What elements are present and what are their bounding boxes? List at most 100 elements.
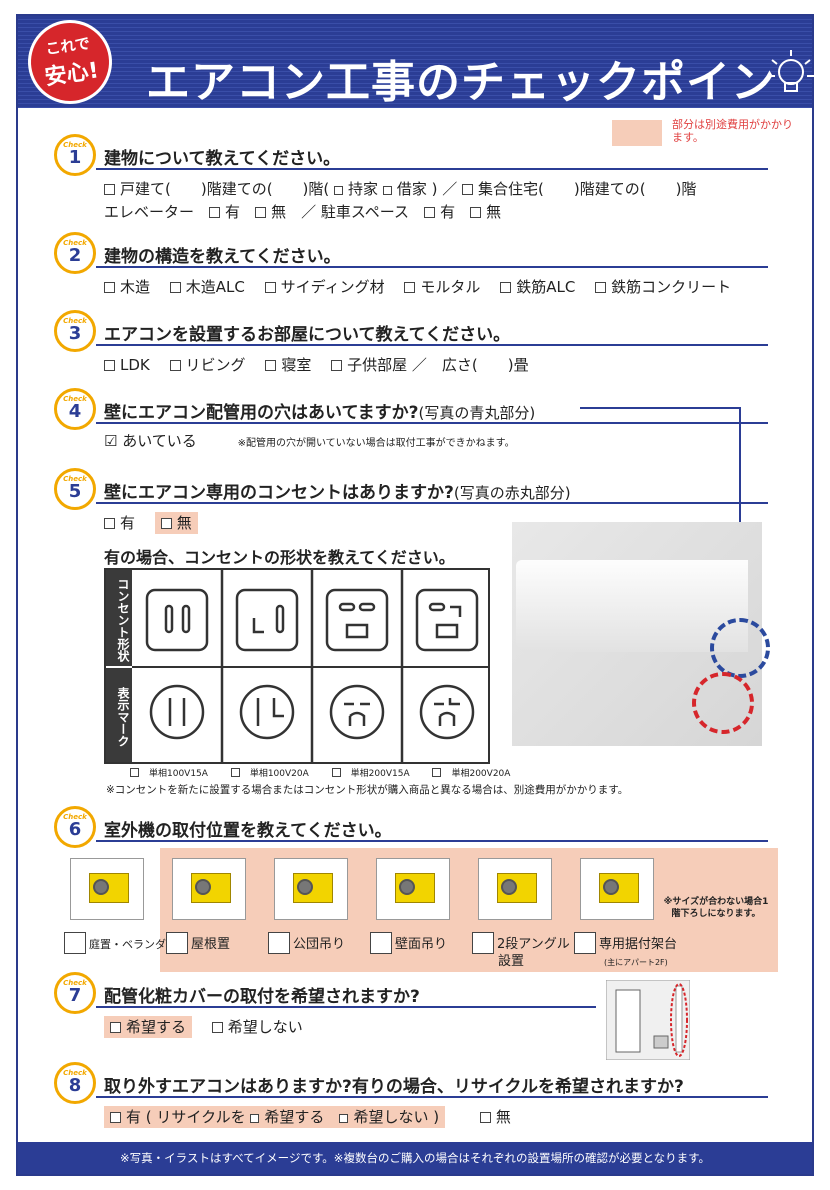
- checkbox[interactable]: [500, 282, 512, 293]
- checkbox[interactable]: [432, 768, 442, 777]
- checkbox[interactable]: [479, 1112, 491, 1123]
- checkbox[interactable]: [339, 1114, 349, 1123]
- checkbox[interactable]: [264, 282, 276, 293]
- divider: [96, 422, 768, 424]
- checkbox[interactable]: [104, 360, 115, 371]
- outdoor-options-bg: [160, 848, 778, 972]
- checkbox[interactable]: [64, 932, 86, 954]
- divider: [96, 344, 768, 346]
- unit-illustration: [376, 858, 450, 920]
- size-note: ※サイズが合わない場合1階下ろしになります。: [663, 897, 769, 919]
- divider: [96, 1006, 596, 1008]
- legend-text: 部分は別途費用がかかります。: [672, 118, 793, 144]
- options-4: ☑ あいている ※配管用の穴が開いていない場合は取付工事ができかねます。: [104, 432, 515, 450]
- checkbox[interactable]: [169, 282, 181, 293]
- outlet-icons: [145, 570, 479, 762]
- checkbox[interactable]: [110, 1112, 121, 1123]
- checkbox[interactable]: [250, 1114, 260, 1123]
- question-6: 室外機の取付位置を教えてください。: [104, 821, 392, 841]
- unit-illustration: [478, 858, 552, 920]
- checked-checkbox[interactable]: ☑: [104, 432, 118, 450]
- unit-illustration: [70, 858, 144, 920]
- aircon-photo: [512, 522, 770, 746]
- checkbox[interactable]: [268, 932, 290, 954]
- unit-illustration: [580, 858, 654, 920]
- options-3: LDK リビング 寝室 子供部屋 ／ 広さ( )畳: [104, 354, 529, 377]
- pipe-hole-highlight: [710, 618, 770, 678]
- legend-swatch: [612, 120, 662, 146]
- mark-label: 表示マーク: [106, 666, 132, 762]
- checkbox[interactable]: [424, 207, 436, 218]
- question-7: 配管化粧カバーの取付を希望されますか?: [104, 987, 420, 1007]
- checkbox[interactable]: [382, 186, 392, 195]
- footer-note: ※写真・イラストはすべてイメージです。※複数台のご購入の場合はそれぞれの設置場所…: [18, 1142, 812, 1174]
- divider: [96, 168, 768, 170]
- outlet-shape-label: コンセント形状: [106, 570, 132, 666]
- divider: [96, 1096, 768, 1098]
- outlet-labels: 単相100V15A 単相100V20A 単相200V15A 単相200V20A: [130, 766, 530, 779]
- page-frame: [16, 14, 814, 1176]
- divider: [96, 266, 768, 268]
- checkbox[interactable]: [166, 932, 188, 954]
- unit-illustration: [172, 858, 246, 920]
- page-title: エアコン工事のチェックポイント: [146, 57, 776, 172]
- pipe-cover-illustration: [606, 980, 690, 1060]
- aircon-unit: [516, 560, 748, 652]
- unit-option: 専用据付架台(主にアパート2F): [574, 932, 677, 970]
- checkbox[interactable]: [255, 207, 267, 218]
- checkbox[interactable]: [574, 932, 596, 954]
- checkbox[interactable]: [110, 1022, 121, 1033]
- outlet-footnote: ※コンセントを新たに設置する場合またはコンセント形状が購入商品と異なる場合は、別…: [106, 784, 629, 796]
- unit-option: 屋根置: [166, 932, 230, 954]
- checkbox[interactable]: [470, 207, 482, 218]
- outlet-grid: コンセント形状 表示マーク: [104, 568, 490, 764]
- checkbox[interactable]: [595, 282, 607, 293]
- checkbox[interactable]: [370, 932, 392, 954]
- unit-option: 2段アングル設置: [472, 932, 570, 969]
- checkbox[interactable]: [169, 360, 181, 371]
- checkbox[interactable]: [211, 1022, 223, 1033]
- checkbox[interactable]: [404, 282, 416, 293]
- lightbulb-icon: [768, 50, 814, 92]
- unit-option: 公団吊り: [268, 932, 345, 954]
- checkbox[interactable]: [104, 184, 115, 195]
- checkbox[interactable]: [472, 932, 494, 954]
- unit-illustration: [274, 858, 348, 920]
- question-4: 壁にエアコン配管用の穴はあいてますか?(写真の青丸部分): [104, 403, 536, 423]
- header-banner: エアコン工事のチェックポイント: [18, 16, 814, 172]
- checkbox[interactable]: [334, 186, 344, 195]
- hole-note: ※配管用の穴が開いていない場合は取付工事ができかねます。: [237, 438, 515, 449]
- question-3: エアコンを設置するお部屋について教えてください。: [104, 325, 511, 345]
- checkbox[interactable]: [209, 207, 221, 218]
- checkbox[interactable]: [230, 768, 240, 777]
- options-7: 希望する 希望しない: [104, 1016, 303, 1039]
- checkbox[interactable]: [130, 768, 139, 777]
- question-2: 建物の構造を教えてください。: [104, 247, 341, 267]
- question-5: 壁にエアコン専用のコンセントはありますか?(写真の赤丸部分): [104, 483, 571, 503]
- outlet-heading: 有の場合、コンセントの形状を教えてください。: [104, 548, 455, 567]
- options-5: 有 無: [104, 512, 198, 535]
- divider: [96, 840, 768, 842]
- question-1: 建物について教えてください。: [104, 149, 341, 169]
- checkbox[interactable]: [331, 768, 341, 777]
- checkbox[interactable]: [462, 184, 474, 195]
- checkbox[interactable]: [331, 360, 343, 371]
- unit-option: 壁面吊り: [370, 932, 447, 954]
- options-8: 有 ( リサイクルを 希望する 希望しない ) 無: [104, 1106, 511, 1129]
- options-2: 木造 木造ALC サイディング材 モルタル 鉄筋ALC 鉄筋コンクリート: [104, 276, 731, 299]
- checkbox[interactable]: [104, 518, 115, 529]
- question-8: 取り外すエアコンはありますか?有りの場合、リサイクルを希望されますか?: [104, 1077, 684, 1097]
- checkbox[interactable]: [160, 518, 172, 529]
- checkbox[interactable]: [104, 282, 115, 293]
- unit-option: 庭置・ベランダ: [64, 932, 166, 954]
- checkbox[interactable]: [265, 360, 277, 371]
- divider: [96, 502, 768, 504]
- options-1: 戸建て( )階建ての( )階( 持家 借家 ) ／ 集合住宅( )階建ての( )…: [104, 180, 697, 221]
